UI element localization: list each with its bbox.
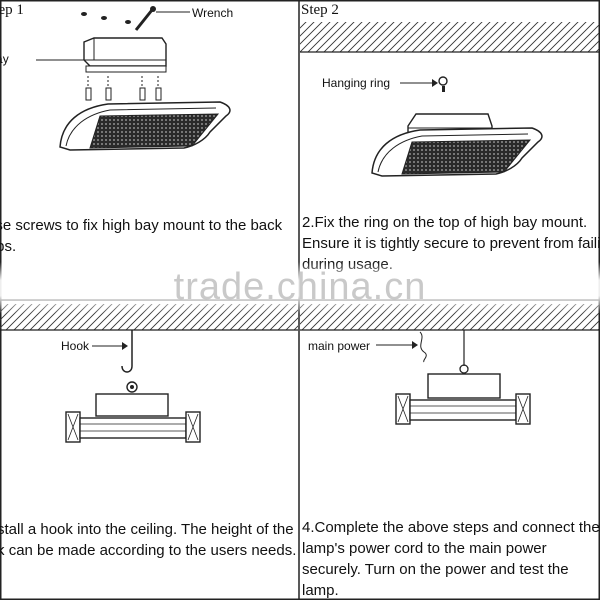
hook-icon <box>121 330 133 373</box>
hanging-ring-icon <box>459 364 469 374</box>
watermark-text: trade.china.cn <box>173 266 427 308</box>
power-cord <box>419 331 427 363</box>
mount-label: High Bay Mount <box>0 52 9 66</box>
hook-label: Hook <box>61 339 90 353</box>
step4-illustration <box>376 330 531 425</box>
wrench-icon <box>134 6 190 31</box>
bolt-icons <box>85 76 162 101</box>
step1-illustration <box>36 6 231 151</box>
watermark: trade.china.cn <box>0 262 600 314</box>
hanging-ring-label: Hanging ring <box>322 76 391 90</box>
lamp-body <box>371 127 543 177</box>
lamp-body <box>59 101 231 151</box>
mount-bracket <box>427 373 501 399</box>
screw-icons <box>81 12 131 24</box>
hanging-ring-icon <box>126 381 138 393</box>
hanging-ring-icon <box>438 76 448 86</box>
step2-title: Step 2 <box>301 2 339 18</box>
step3-caption: 3.Install a hook into the ceiling. The h… <box>0 521 297 559</box>
step4-caption: 4.Complete the above steps and connect t… <box>302 519 600 599</box>
step1-caption: 1.Use screws to fix high bay mount to th… <box>0 217 283 255</box>
wrench-label: Wrench <box>192 6 234 20</box>
step2-illustration <box>371 76 543 177</box>
main-power-label: main power <box>308 339 371 353</box>
step3-illustration <box>65 330 201 443</box>
step1-title: Step 1 <box>0 2 24 18</box>
mount-bracket <box>95 393 169 417</box>
mount-bracket <box>36 37 167 73</box>
